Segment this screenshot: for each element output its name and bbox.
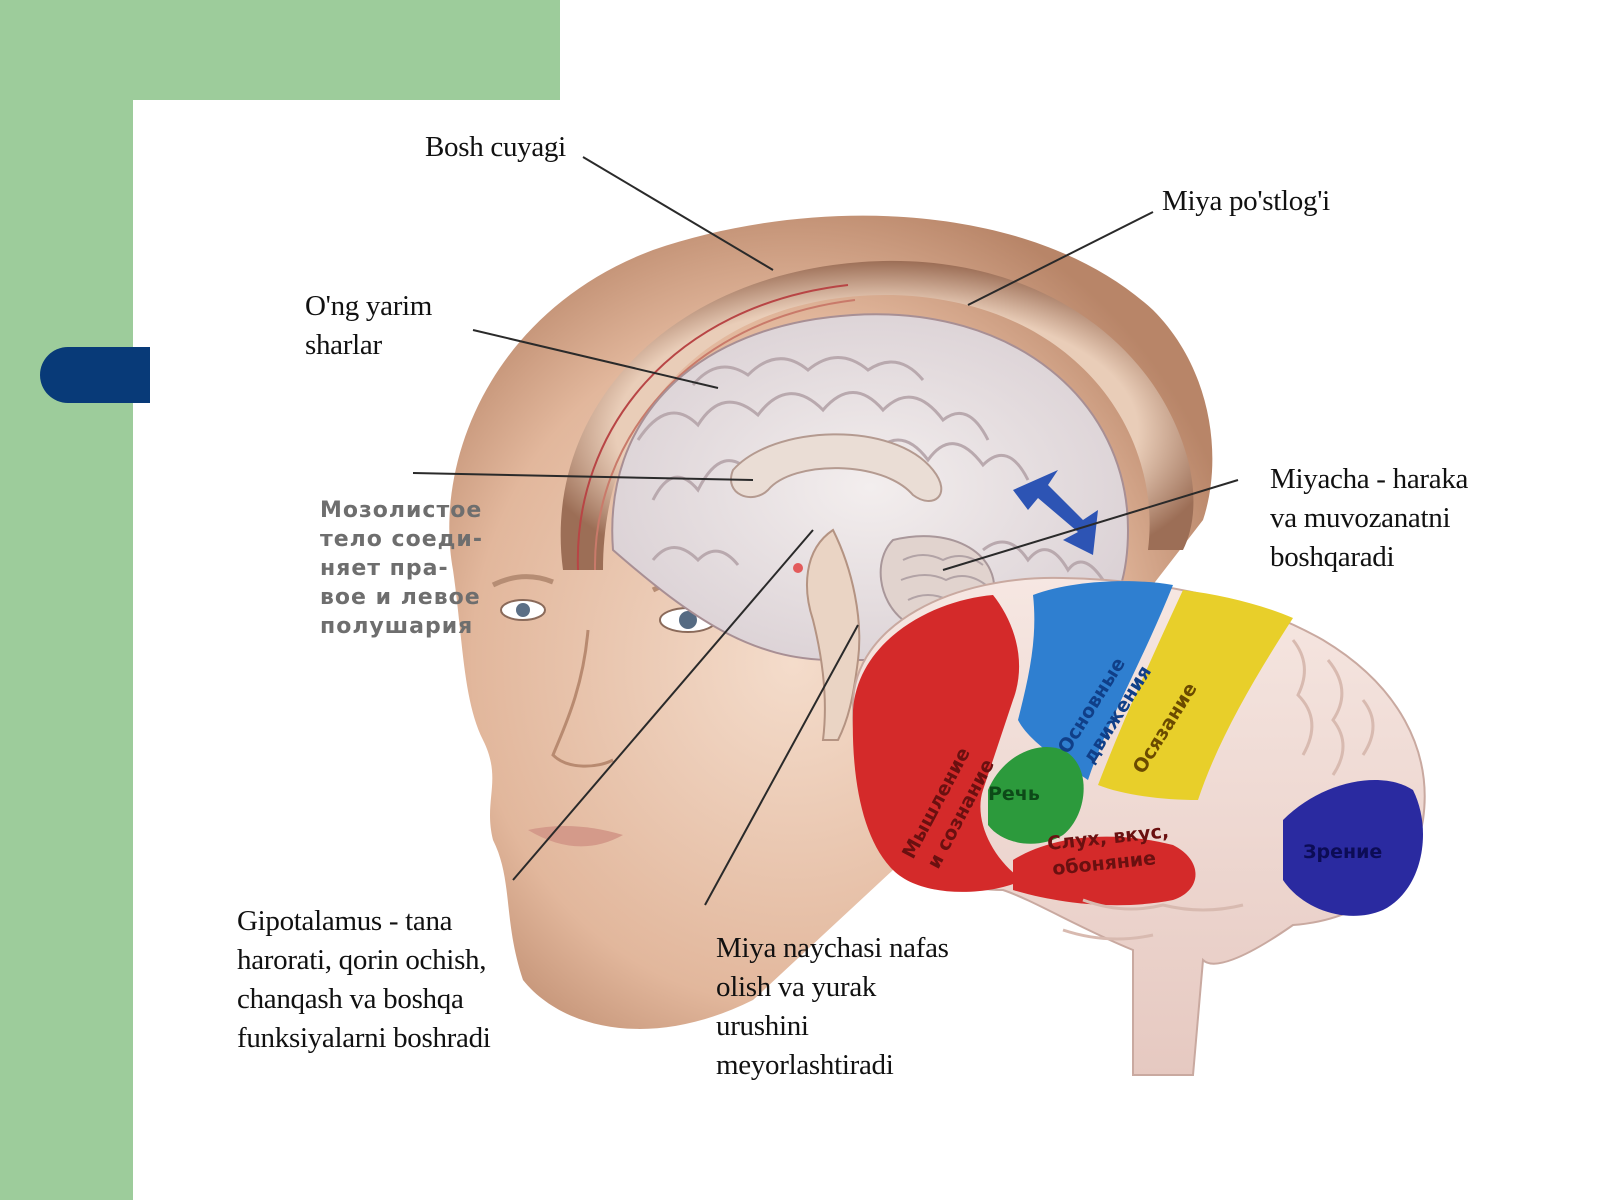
region-label-speech: Речь	[988, 783, 1040, 805]
brain-illustration: Мышление и сознание Основные движения Ос…	[412, 156, 1426, 1076]
label-corpus-callosum: Мозолистое тело соеди- няет пра- вое и л…	[320, 496, 483, 641]
slide-top-band	[0, 0, 560, 100]
label-brainstem-line3: urushini	[716, 1010, 809, 1042]
label-cerebellum-line1: Miyacha - haraka	[1270, 463, 1469, 495]
region-movement	[1018, 581, 1173, 780]
label-cc-line1: Мозолистое	[320, 498, 483, 523]
label-cc-line4: вое и левое	[320, 585, 481, 610]
region-vision	[1283, 780, 1423, 916]
leader-cortex	[967, 211, 1154, 306]
label-brainstem: Miya naychasi nafas olish va yurak urush…	[716, 929, 949, 1085]
label-cc-line3: няет пра-	[320, 556, 449, 581]
label-hypothalamus-line4: funksiyalarni boshradi	[237, 1022, 491, 1054]
label-brainstem-line2: olish va yurak	[716, 971, 877, 1003]
label-brainstem-line4: meyorlashtiradi	[716, 1049, 894, 1081]
label-cerebellum: Miyacha - haraka va muvozanatni boshqara…	[1270, 460, 1500, 577]
label-hypothalamus-line3: chanqash va boshqa	[237, 983, 464, 1015]
label-cc-line2: тело соеди-	[320, 527, 483, 552]
label-cortex: Miya po'stlog'i	[1162, 185, 1330, 217]
leader-corpus-callosum	[412, 472, 754, 481]
label-hypothalamus: Gipotalamus - tana harorati, qorin ochis…	[237, 902, 491, 1058]
region-label-vision: Зрение	[1303, 841, 1382, 863]
slide-accent-pill	[40, 347, 150, 403]
label-brainstem-line1: Miya naychasi nafas	[716, 932, 949, 964]
leader-brainstem	[704, 624, 859, 906]
leader-hemispheres	[472, 329, 719, 389]
region-speech	[988, 746, 1084, 844]
slide-left-band	[0, 0, 133, 1200]
label-hemispheres-line2: sharlar	[305, 329, 382, 361]
region-thinking	[852, 595, 1023, 892]
label-cc-line5: полушария	[320, 614, 474, 639]
label-hemispheres: O'ng yarim sharlar	[305, 287, 432, 365]
label-cerebellum-line2: va muvozanatni	[1270, 502, 1451, 534]
region-hearing	[1013, 836, 1196, 906]
leader-lines	[412, 156, 1239, 906]
leader-cerebellum	[942, 479, 1239, 571]
label-skull: Bosh cuyagi	[425, 131, 566, 163]
label-hemispheres-line1: O'ng yarim	[305, 290, 433, 322]
label-cerebellum-line3: boshqaradi	[1270, 541, 1395, 573]
lateral-brain: Мышление и сознание Основные движения Ос…	[851, 576, 1426, 1076]
region-touch	[1098, 590, 1293, 800]
leader-skull	[582, 156, 774, 271]
label-hypothalamus-line2: harorati, qorin ochish,	[237, 944, 487, 976]
label-hypothalamus-line1: Gipotalamus - tana	[237, 905, 453, 937]
leader-hypothalamus	[512, 529, 814, 881]
